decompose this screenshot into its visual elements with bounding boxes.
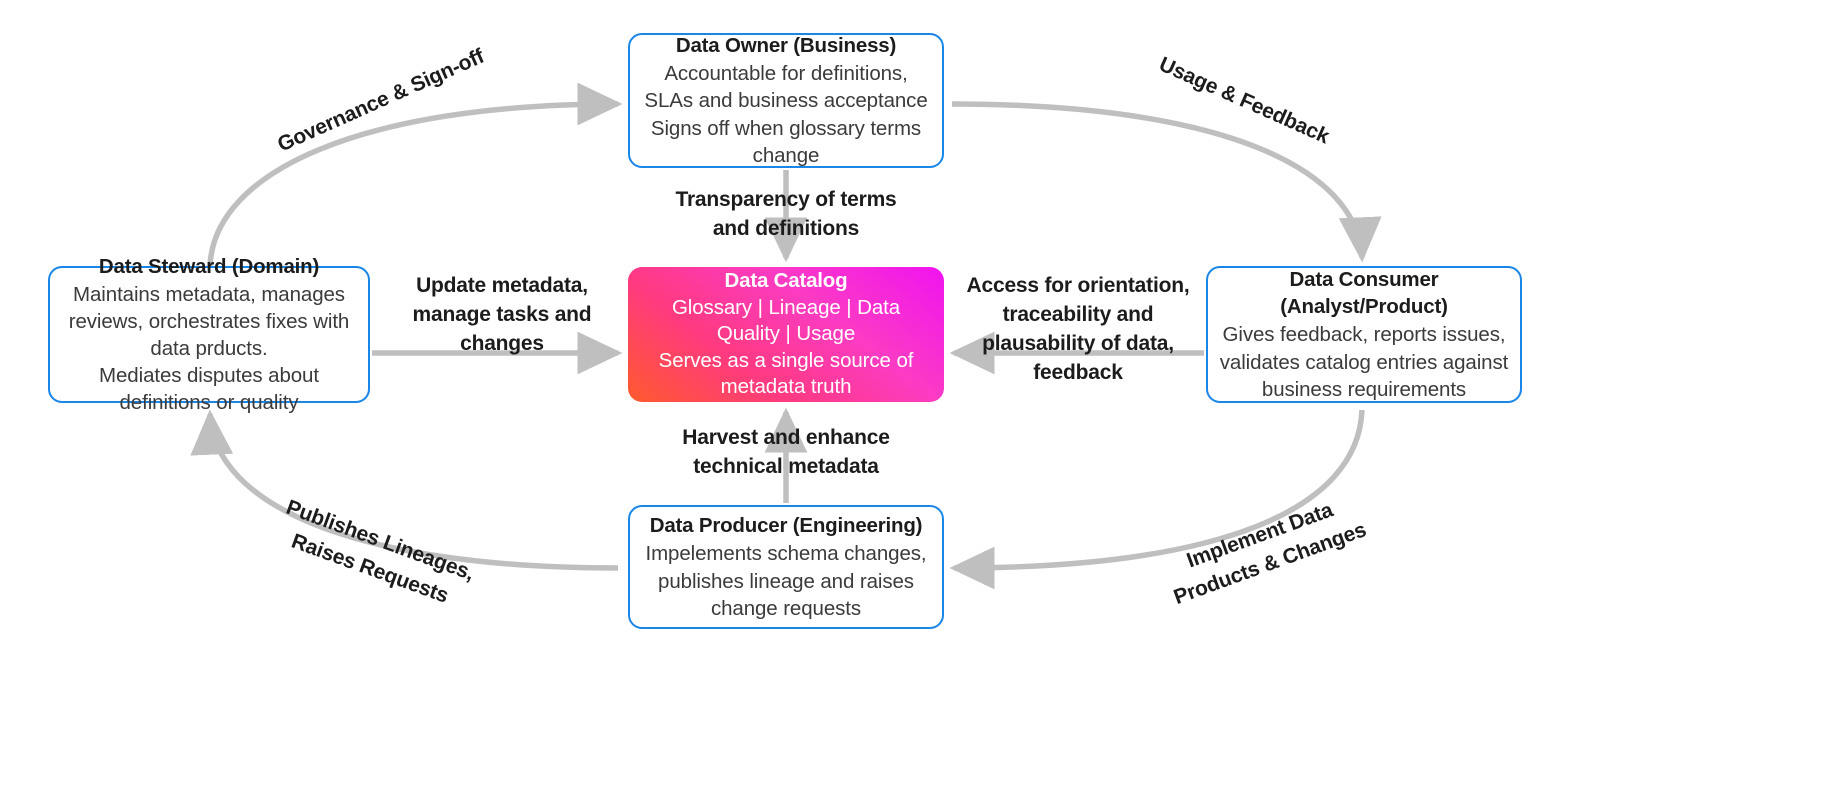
edge-label-harvest: Harvest and enhance technical metadata	[682, 426, 890, 478]
node-data-consumer[interactable]: Data Consumer (Analyst/Product) Gives fe…	[1206, 266, 1522, 403]
node-data-catalog-tagline: Serves as a single source of metadata tr…	[658, 348, 914, 399]
edge-steward-to-owner	[207, 82, 623, 267]
edge-label-access-orientation: Access for orientation, traceability and…	[966, 274, 1190, 384]
node-data-producer-body: Impelements schema changes, publishes li…	[645, 542, 927, 620]
node-data-catalog-pillars: Glossary | Lineage | Data Quality | Usag…	[671, 295, 901, 346]
node-data-owner-title: Data Owner (Business)	[675, 34, 897, 58]
node-data-consumer-title: Data Consumer (Analyst/Product)	[1280, 268, 1448, 319]
edge-owner-to-consumer	[951, 101, 1382, 263]
node-data-catalog[interactable]: Data Catalog Glossary | Lineage | Data Q…	[628, 267, 944, 402]
node-data-steward-title: Data Steward (Domain)	[98, 254, 320, 278]
node-data-steward[interactable]: Data Steward (Domain) Maintains metadata…	[48, 255, 370, 414]
node-data-owner-body: Accountable for definitions, SLAs and bu…	[644, 62, 928, 167]
edge-label-update-metadata: Update metadata, manage tasks and change…	[412, 274, 592, 355]
edge-consumer-to-producer	[949, 409, 1365, 590]
node-data-steward-body: Maintains metadata, manages reviews, orc…	[68, 282, 350, 415]
node-data-producer-title: Data Producer (Engineering)	[649, 514, 923, 538]
node-data-owner[interactable]: Data Owner (Business) Accountable for de…	[628, 33, 944, 168]
edge-label-transparency: Transparency of terms and definitions	[675, 188, 897, 240]
node-data-catalog-title: Data Catalog	[724, 268, 848, 292]
node-data-consumer-body: Gives feedback, reports issues, validate…	[1219, 323, 1509, 401]
edge-producer-to-steward	[190, 409, 619, 571]
node-data-producer[interactable]: Data Producer (Engineering) Impelements …	[628, 505, 944, 629]
